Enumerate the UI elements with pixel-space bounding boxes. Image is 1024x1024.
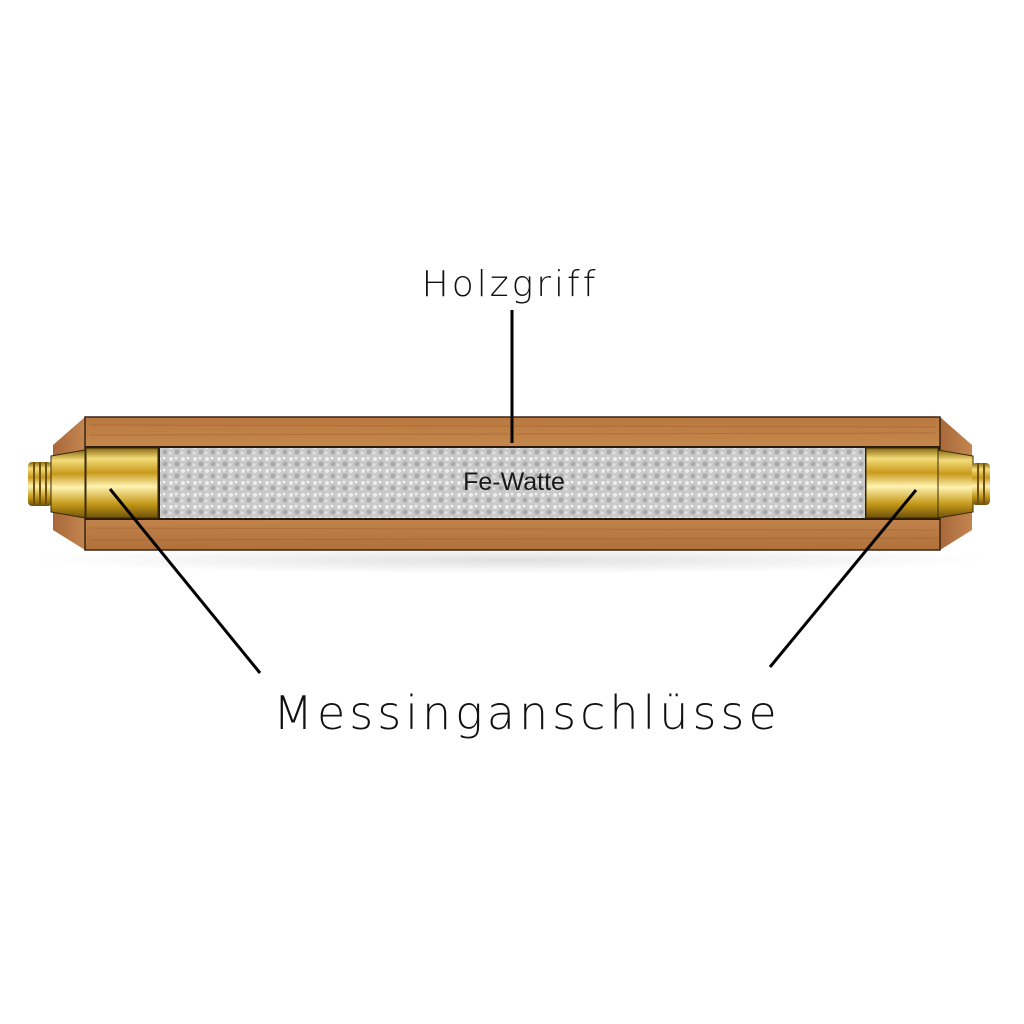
drop-shadow [32,546,992,574]
steel-wool [160,448,865,518]
fe-watte-label: Fe-Watte [463,468,565,496]
left-brass-connector [28,447,159,519]
right-brass-connector [865,447,990,519]
left-connector-leader-line [108,488,262,674]
holzgriff-label: Holzgriff [421,264,599,305]
messinganschluesse-label: Messinganschlüsse [273,686,781,740]
right-connector-leader-line [768,489,918,668]
